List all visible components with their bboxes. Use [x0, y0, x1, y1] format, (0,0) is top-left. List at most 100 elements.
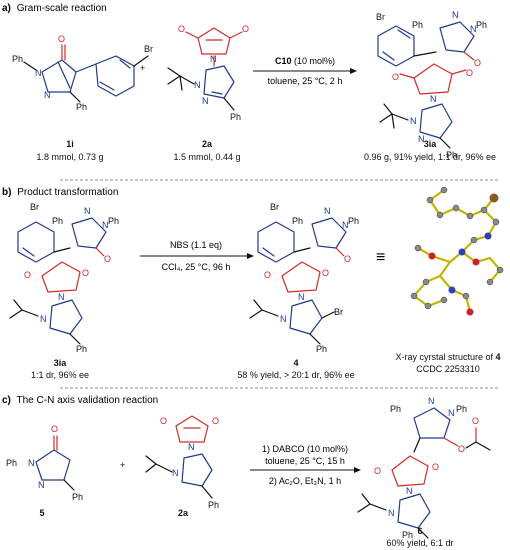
note-1i: 1.8 mmol, 0.73 g [36, 152, 103, 162]
svg-text:Br: Br [144, 44, 153, 54]
svg-text:N: N [210, 54, 217, 64]
svg-text:Br: Br [270, 202, 279, 212]
svg-text:O: O [344, 254, 351, 264]
svg-text:O: O [472, 416, 479, 426]
label-2a: 2a [202, 139, 213, 149]
label-1i: 1i [66, 139, 74, 149]
svg-text:Ph: Ph [402, 530, 413, 540]
svg-text:Br: Br [30, 202, 39, 212]
label-3ia-b: 3ia [54, 358, 68, 368]
section-c: c) The C-N axis validation reaction O N … [2, 395, 491, 548]
svg-text:O: O [242, 24, 249, 34]
compound-5-structure: O N N Ph Ph [6, 424, 83, 502]
note-4: 58 % yield, > 20:1 dr, 96% ee [237, 370, 354, 380]
svg-text:N: N [410, 116, 417, 126]
xray-ccdc: CCDC 2253310 [416, 364, 480, 374]
svg-text:Ph: Ph [348, 216, 359, 226]
section-b-letter: b) [2, 187, 11, 198]
svg-text:O: O [322, 268, 329, 278]
conditions-b-bottom: CCl₄, 25 °C, 96 h [162, 262, 231, 272]
label-5: 5 [39, 508, 44, 518]
svg-text:O: O [24, 270, 31, 280]
conditions-b-top: NBS (1.1 eq) [170, 240, 222, 250]
svg-text:Ph: Ph [446, 150, 457, 160]
section-b: b) Product transformation N N Ph Ph O Br… [2, 186, 504, 380]
svg-text:Br: Br [376, 12, 385, 22]
svg-text:N: N [58, 292, 65, 302]
svg-text:Ph: Ph [52, 216, 63, 226]
xray-caption: X-ray cyrstal structure of 4 [395, 352, 500, 362]
svg-text:Ph: Ph [390, 404, 401, 414]
svg-text:N: N [430, 94, 437, 104]
svg-text:N: N [38, 480, 45, 490]
svg-text:O: O [104, 254, 111, 264]
section-c-title: The C-N axis validation reaction [17, 395, 159, 406]
equivalence-sign: ≡ [376, 249, 385, 266]
svg-text:N: N [388, 508, 395, 518]
svg-text:O: O [432, 462, 439, 472]
svg-text:Ph: Ph [476, 20, 487, 30]
compound-2a-c-structure: O O N N Ph [145, 415, 219, 510]
note-3ia: 0.96 g, 91% yield, 1:1 dr, 96% ee [364, 152, 496, 162]
svg-text:Ph: Ph [108, 216, 119, 226]
svg-text:O: O [466, 68, 473, 78]
svg-text:O: O [51, 424, 58, 434]
svg-text:O: O [392, 72, 399, 82]
svg-text:N: N [428, 396, 435, 406]
compound-1i-structure: O N N Ph Ph Br [12, 34, 153, 112]
plus-sign-a: + [140, 63, 145, 73]
svg-text:N: N [418, 134, 425, 144]
compound-3ia-b-structure: N N Ph Ph O Br O O N N Ph [9, 202, 119, 354]
conditions-c-mid: toluene, 25 °C, 15 h [265, 456, 345, 466]
compound-2a-structure: O O N N N Ph [167, 24, 249, 122]
reaction-arrow-b [140, 253, 254, 259]
xray-structure-image [410, 186, 504, 316]
svg-text:Ph: Ph [6, 458, 17, 468]
section-c-letter: c) [2, 395, 11, 406]
svg-text:N: N [188, 442, 195, 452]
reaction-arrow-a [253, 68, 357, 74]
svg-text:Ph: Ph [412, 20, 423, 30]
svg-text:N: N [448, 408, 455, 418]
svg-text:N: N [298, 292, 305, 302]
svg-text:O: O [458, 444, 465, 454]
svg-text:N: N [172, 468, 179, 478]
svg-text:O: O [264, 270, 271, 280]
svg-text:N: N [470, 24, 477, 34]
svg-text:O: O [374, 466, 381, 476]
note-2a: 1.5 mmol, 0.44 g [173, 152, 240, 162]
svg-text:N: N [452, 10, 459, 20]
svg-text:Ph: Ph [12, 54, 23, 64]
svg-text:N: N [35, 68, 42, 78]
svg-text:Ph: Ph [230, 112, 241, 122]
conditions-a-top: C10 (10 mol%) [275, 56, 335, 66]
compound-6-structure: N N Ph Ph O O O O N N Ph [357, 396, 491, 540]
plus-sign-c: + [120, 460, 125, 470]
svg-text:Ph: Ph [72, 492, 83, 502]
svg-text:N: N [40, 314, 47, 324]
svg-text:O: O [58, 34, 65, 44]
svg-text:N: N [28, 458, 35, 468]
compound-4-structure: N N Ph Ph O Br O O N N Br Ph [249, 202, 359, 354]
svg-text:O: O [178, 24, 185, 34]
section-a-letter: a) [2, 3, 11, 14]
section-a-title: Gram-scale reaction [17, 3, 107, 14]
conditions-c-bottom: 2) Ac₂O, Et₃N, 1 h [269, 476, 341, 486]
label-4: 4 [293, 358, 298, 368]
svg-text:Ph: Ph [316, 344, 327, 354]
svg-text:N: N [324, 206, 331, 216]
compound-3ia-structure: N N Ph Ph O Br O O N N N Ph [376, 10, 487, 160]
conditions-a-bottom: toluene, 25 °C, 2 h [268, 76, 343, 86]
note-3ia-b: 1:1 dr, 96% ee [31, 370, 89, 380]
svg-text:Ph: Ph [76, 344, 87, 354]
conditions-c-top: 1) DABCO (10 mol%) [262, 444, 348, 454]
section-b-title: Product transformation [17, 187, 118, 198]
svg-text:O: O [82, 268, 89, 278]
svg-text:O: O [160, 416, 167, 426]
svg-text:Br: Br [334, 307, 343, 317]
svg-text:Ph: Ph [292, 216, 303, 226]
svg-text:b) Product transformatio: b) Product transformation [2, 187, 118, 198]
svg-text:Ph: Ph [76, 102, 87, 112]
note-6: 60% yield, 6:1 dr [386, 538, 453, 548]
